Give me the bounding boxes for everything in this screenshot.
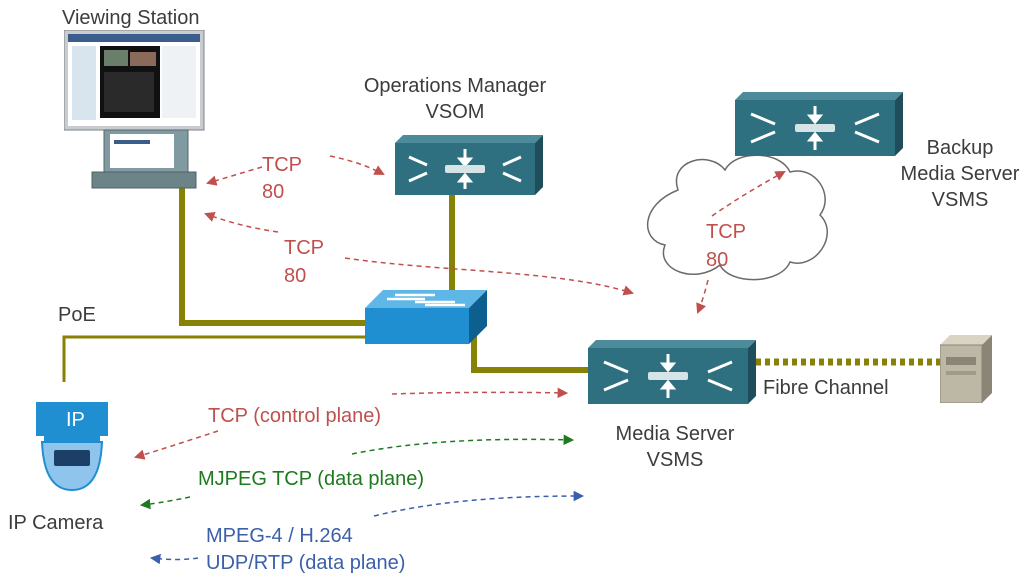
tcp-station-media-port: 80 (284, 265, 307, 287)
flow-mjpeg-a (351, 434, 575, 455)
tcp-station-media-label: TCP (284, 237, 324, 259)
camera-badge: IP (66, 409, 85, 431)
flow-tcp-station-vsom-a (205, 166, 263, 186)
tcp-backup-label: TCP (706, 221, 746, 243)
network-switch-icon (365, 290, 487, 344)
link-station-switch (179, 168, 368, 326)
ip-camera-icon (36, 402, 108, 492)
server-appliance-icon (395, 135, 543, 195)
tcp-station-vsom-label: TCP (262, 154, 302, 176)
storage-array-icon (940, 335, 992, 403)
flow-tcp-station-media-b (344, 257, 635, 296)
backup-label: Backup (926, 137, 994, 159)
fibre-channel-label: Fibre Channel (763, 377, 889, 399)
flow-tcp-media-backup-b (696, 279, 709, 314)
tcp-station-vsom-port: 80 (262, 181, 285, 203)
flow-tcp-control-a (391, 387, 569, 399)
udp-rtp-label: UDP/RTP (data plane) (206, 552, 406, 574)
backup-type-label: VSMS (931, 189, 989, 211)
flow-udp-b (149, 553, 199, 565)
flow-tcp-control-b (133, 430, 219, 460)
backup-sublabel: Media Server (900, 163, 1020, 185)
viewing-station-label: Viewing Station (62, 7, 200, 29)
network-cloud-icon (646, 154, 828, 281)
link-switch-mediaserver (471, 330, 590, 373)
tcp-control-plane-label: TCP (control plane) (208, 405, 382, 427)
workstation-icon (64, 30, 205, 189)
flow-tcp-media-backup-a (711, 170, 786, 217)
ops-manager-sublabel: VSOM (425, 101, 485, 123)
flow-mjpeg-b (139, 496, 191, 510)
media-server-label: Media Server (615, 423, 735, 445)
server-appliance-icon (588, 340, 756, 404)
ip-camera-label: IP Camera (8, 512, 104, 534)
mpeg-codec-label: MPEG-4 / H.264 (206, 525, 353, 547)
flow-tcp-station-vsom-b (329, 155, 385, 175)
server-appliance-icon (735, 92, 903, 156)
mjpeg-data-plane-label: MJPEG TCP (data plane) (198, 468, 425, 490)
media-server-sublabel: VSMS (646, 449, 704, 471)
tcp-backup-port: 80 (706, 249, 729, 271)
flow-udp-a (373, 490, 585, 517)
link-poe-camera (62, 335, 368, 382)
ops-manager-label: Operations Manager (363, 75, 547, 97)
poe-label: PoE (58, 304, 96, 326)
flow-tcp-station-media-a (204, 211, 279, 233)
